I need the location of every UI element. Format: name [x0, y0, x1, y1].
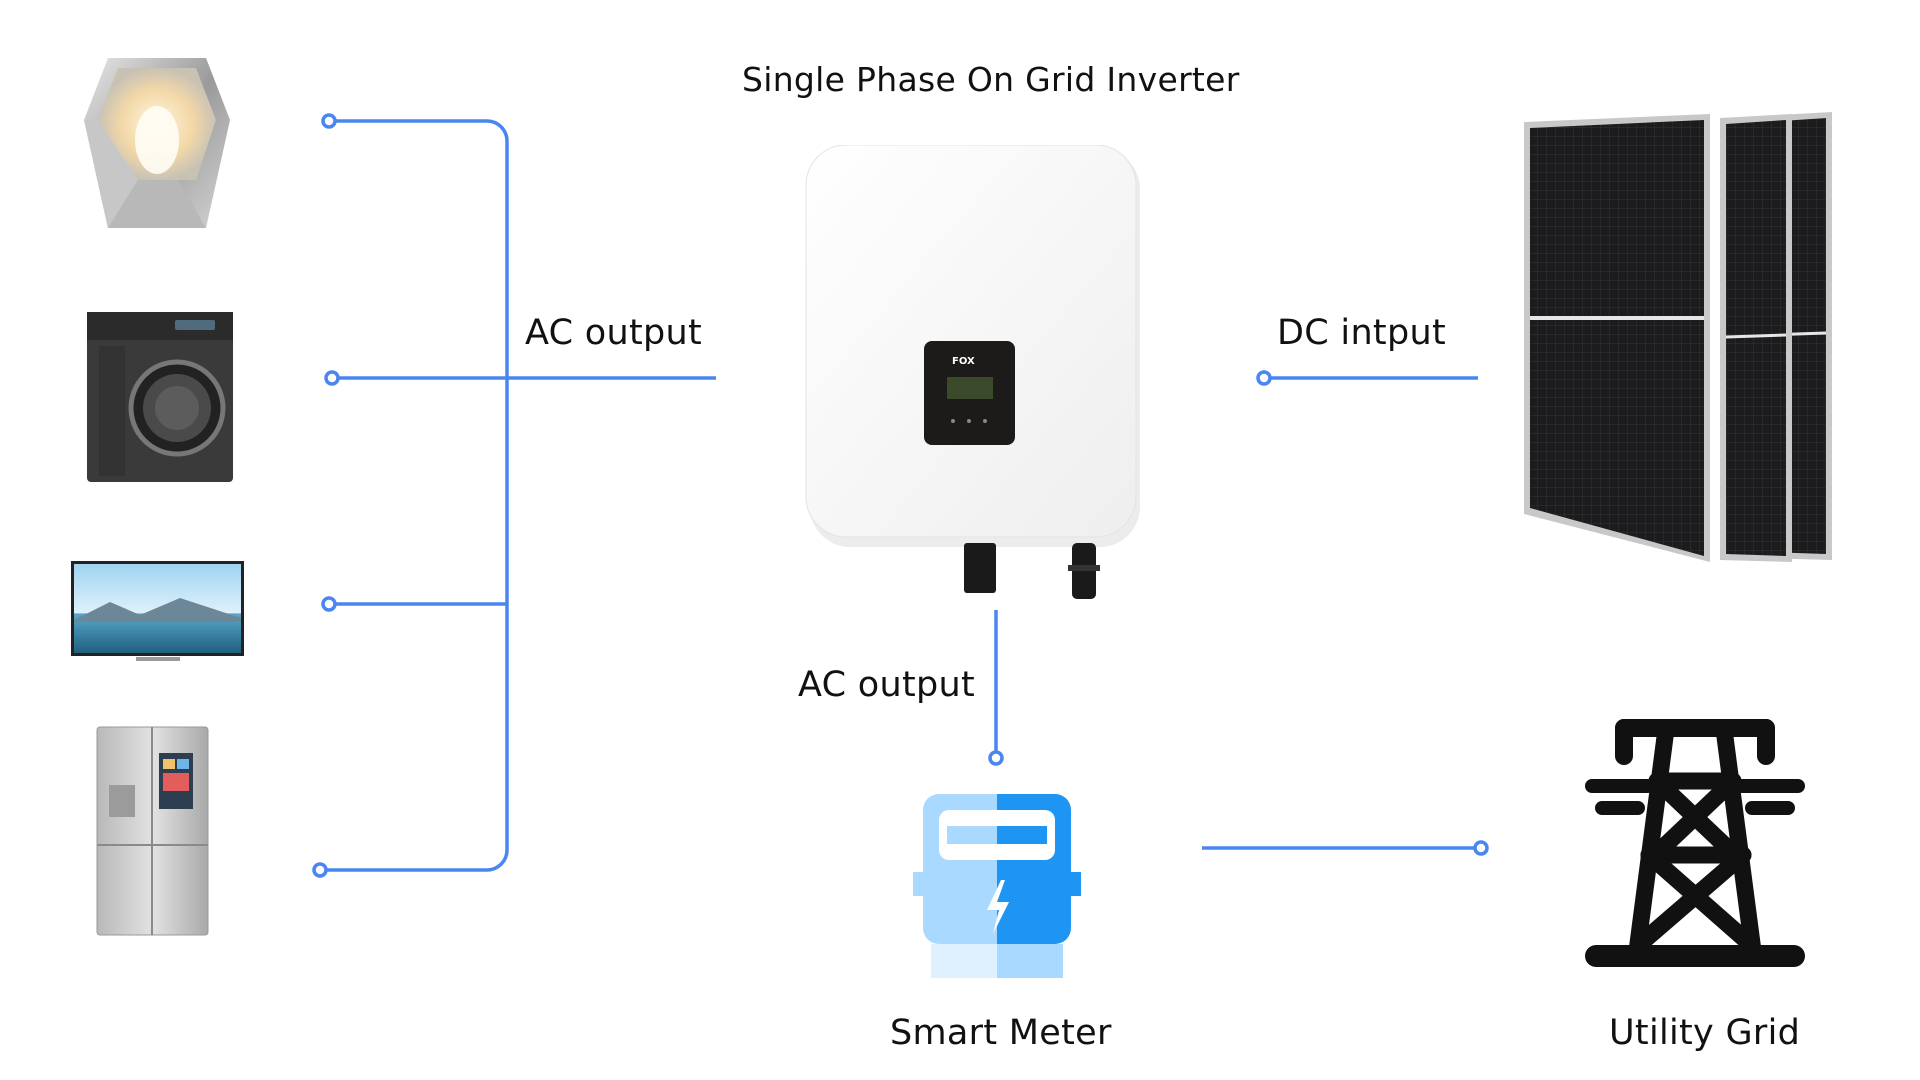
washing-machine-icon — [87, 312, 233, 482]
utility-grid-label: Utility Grid — [1609, 1013, 1801, 1053]
ac-output-label: AC output — [525, 313, 703, 353]
refrigerator-icon — [96, 726, 209, 936]
node-lamp — [321, 113, 337, 129]
node-grid — [1473, 840, 1489, 856]
smart-meter-icon — [913, 794, 1081, 978]
smart-meter-label: Smart Meter — [890, 1013, 1112, 1053]
node-fridge — [312, 862, 328, 878]
wire-lamp — [318, 119, 509, 872]
inverter: FOX — [805, 145, 1140, 599]
lamp-icon — [84, 58, 230, 228]
node-washer — [324, 370, 340, 386]
node-tv — [321, 596, 337, 612]
ac-output-meter-label: AC output — [798, 665, 976, 705]
dc-input-label: DC intput — [1277, 313, 1446, 353]
solar-panel-icon — [1524, 112, 1832, 562]
tv-icon — [71, 561, 244, 661]
utility-grid-tower-icon — [1585, 719, 1805, 967]
diagram-title: Single Phase On Grid Inverter — [742, 60, 1240, 99]
node-meter — [988, 750, 1004, 766]
inverter-brand: FOX — [952, 356, 975, 367]
node-dc — [1256, 370, 1272, 386]
